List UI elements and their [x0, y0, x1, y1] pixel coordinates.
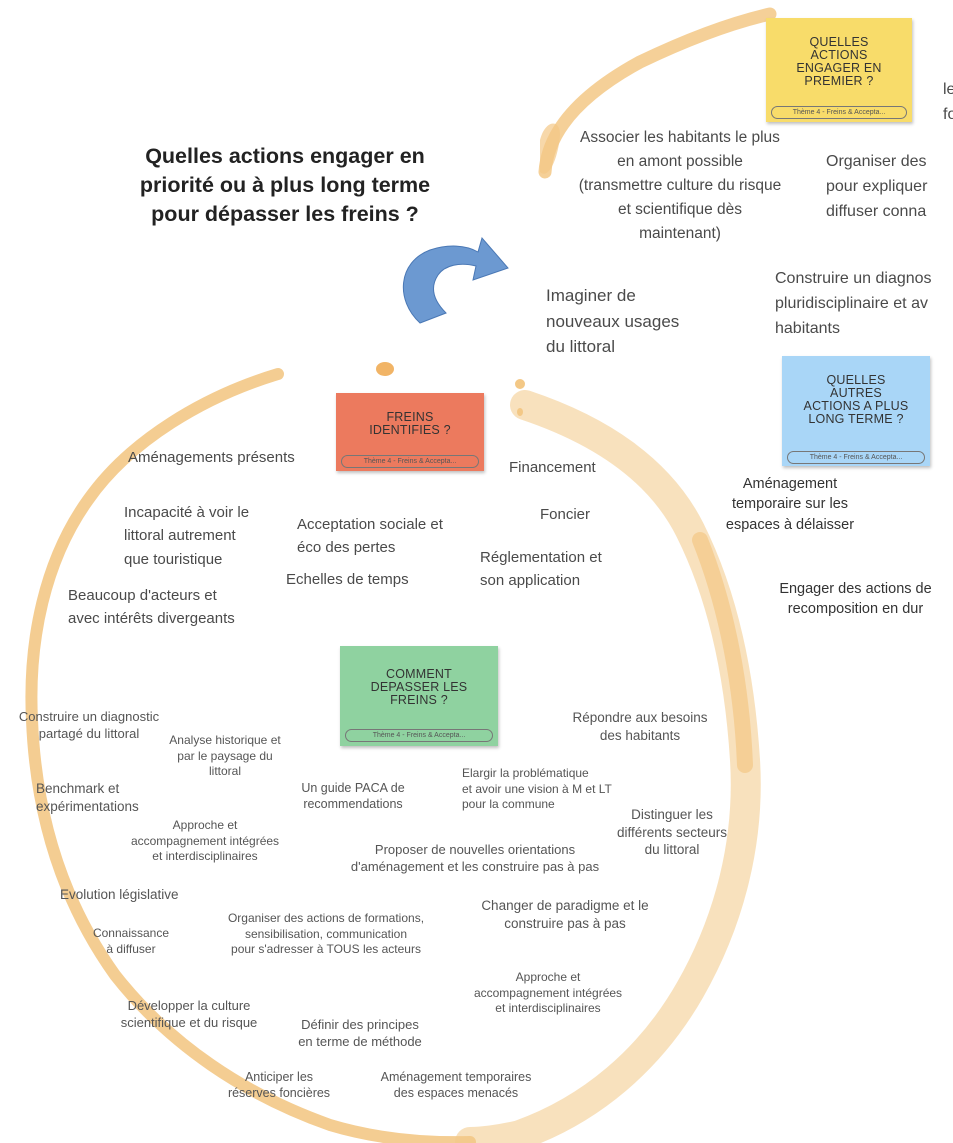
- card-tag: Thème 4 - Freins & Accepta...: [787, 451, 925, 464]
- card-tag: Thème 4 - Freins & Accepta...: [771, 106, 907, 119]
- card-tag: Thème 4 - Freins & Accepta...: [341, 455, 479, 468]
- item-amenagement-temporaires: Aménagement temporaires des espaces mena…: [380, 1070, 532, 1101]
- item-construire-diagnostic: Construire un diagnos pluridisciplinaire…: [775, 270, 932, 337]
- card-comment-depasser: COMMENT DEPASSER LES FREINS ? Thème 4 - …: [340, 646, 498, 746]
- bottom-ring-right-edge: [692, 532, 753, 773]
- item-guide-paca: Un guide PACA de recommendations: [301, 781, 405, 812]
- ring-drop-2: [515, 379, 525, 389]
- frein-acceptation: Acceptation sociale et éco des pertes: [297, 516, 443, 557]
- item-construire-diagnostic-partage: Construire un diagnostic partagé du litt…: [18, 709, 160, 741]
- item-organiser-formations: Organiser des actions de formations, sen…: [227, 911, 425, 957]
- item-anticiper-reserves: Anticiper les réserves foncières: [227, 1070, 331, 1101]
- card-tag: Thème 4 - Freins & Accepta...: [345, 729, 493, 742]
- ring-drop-1: [376, 362, 394, 376]
- item-imaginer-usages: Imaginer de nouveaux usages du littoral: [546, 286, 680, 356]
- item-proposer-orientations: Proposer de nouvelles orientations d'amé…: [350, 842, 600, 874]
- item-benchmark: Benchmark et expérimentations: [36, 781, 139, 814]
- card-freins: FREINS IDENTIFIES ? Thème 4 - Freins & A…: [336, 393, 484, 471]
- card-actions-long-terme: QUELLES AUTRES ACTIONS A PLUS LONG TERME…: [782, 356, 930, 466]
- frein-foncier: Foncier: [540, 506, 591, 523]
- item-repondre-besoins: Répondre aux besoins des habitants: [572, 710, 708, 743]
- frein-financement: Financement: [509, 459, 596, 476]
- curved-arrow-icon: [402, 236, 509, 324]
- card-title: FREINS IDENTIFIES ?: [369, 410, 451, 438]
- frein-amenagements-presents: Aménagements présents: [128, 449, 295, 466]
- ring-drop-3: [517, 408, 523, 416]
- item-analyse-historique: Analyse historique et par le paysage du …: [169, 733, 281, 779]
- item-associer-habitants: Associer les habitants le plus en amont …: [578, 129, 782, 243]
- card-title: QUELLES AUTRES ACTIONS A PLUS LONG TERME…: [803, 373, 909, 427]
- bottom-ring-left: [25, 368, 476, 1143]
- card-actions-premier: QUELLES ACTIONS ENGAGER EN PREMIER ? Thè…: [766, 18, 912, 122]
- item-connaissance: Connaissance à diffuser: [92, 926, 170, 956]
- item-cut-text: le fo: [943, 81, 953, 123]
- item-developper-culture: Développer la culture scientifique et du…: [120, 998, 258, 1030]
- frein-reglementation: Réglementation et son application: [480, 549, 602, 590]
- item-elargir: Elargir la problématique et avoir une vi…: [462, 766, 612, 812]
- item-evolution-legislative: Evolution législative: [60, 887, 179, 902]
- item-approche-2: Approche et accompagnement intégrées et …: [473, 970, 623, 1016]
- item-amenagement-temporaire: Aménagement temporaire sur les espaces à…: [725, 476, 855, 533]
- bottom-ring-right: [455, 390, 761, 1143]
- item-definir-principes: Définir des principes en terme de méthod…: [298, 1017, 422, 1049]
- item-engager-recomposition: Engager des actions de recomposition en …: [779, 581, 932, 618]
- item-approche-1: Approche et accompagnement intégrées et …: [130, 818, 280, 864]
- top-ring-blob: [540, 123, 560, 174]
- main-question: Quelles actions engager en priorité ou à…: [139, 144, 431, 227]
- item-distinguer-secteurs: Distinguer les différents secteurs du li…: [616, 807, 728, 858]
- card-title: COMMENT DEPASSER LES FREINS ?: [370, 667, 468, 708]
- frein-echelles-temps: Echelles de temps: [286, 571, 409, 588]
- card-title: QUELLES ACTIONS ENGAGER EN PREMIER ?: [796, 35, 882, 89]
- frein-incapacite: Incapacité à voir le littoral autrement …: [124, 504, 250, 568]
- frein-acteurs: Beaucoup d'acteurs et avec intérêts dive…: [68, 587, 235, 628]
- item-organiser-expliquer: Organiser des pour expliquer diffuser co…: [826, 153, 928, 220]
- item-changer-paradigme: Changer de paradigme et le construire pa…: [481, 898, 649, 931]
